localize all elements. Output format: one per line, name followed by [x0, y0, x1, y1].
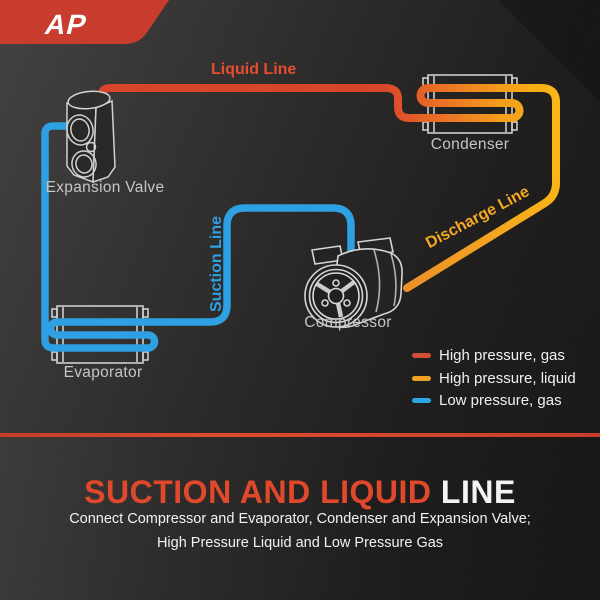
footer-title-rest: LINE: [440, 474, 516, 510]
brand-logo: AP: [42, 9, 91, 41]
expansion-valve-illustration: [66, 90, 116, 184]
footer-title-highlight: SUCTION AND LIQUID: [84, 474, 432, 510]
legend-label: High pressure, liquid: [439, 369, 576, 387]
liquid-line-label: Liquid Line: [211, 61, 297, 78]
legend-swatch-orange-icon: [412, 375, 431, 381]
legend-swatch-red-icon: [412, 353, 431, 359]
liquid-line-and-condenser-coil: [98, 84, 560, 186]
evaporator-label: Evaporator: [63, 364, 143, 381]
legend-row: High pressure, gas: [412, 347, 576, 365]
legend-row: High pressure, liquid: [412, 369, 576, 387]
compressor-label: Compressor: [304, 314, 392, 331]
condenser-label: Condenser: [430, 136, 510, 153]
brand-ribbon: AP: [0, 0, 169, 44]
suction-line-label: Suction Line: [208, 216, 225, 312]
legend-row: Low pressure, gas: [412, 392, 576, 410]
footer-title: SUCTION AND LIQUID LINE: [0, 474, 600, 511]
legend-label: Low pressure, gas: [439, 392, 562, 410]
footer-subtitle-line2: High Pressure Liquid and Low Pressure Ga…: [156, 535, 444, 551]
expansion-valve-label: Expansion Valve: [45, 179, 165, 196]
discharge-line: [403, 164, 560, 292]
legend-swatch-blue-icon: [412, 398, 431, 404]
legend: High pressure, gas High pressure, liquid…: [412, 347, 576, 410]
legend-label: High pressure, gas: [439, 347, 565, 365]
footer-subtitle-line1: Connect Compressor and Evaporator, Conde…: [69, 511, 531, 527]
